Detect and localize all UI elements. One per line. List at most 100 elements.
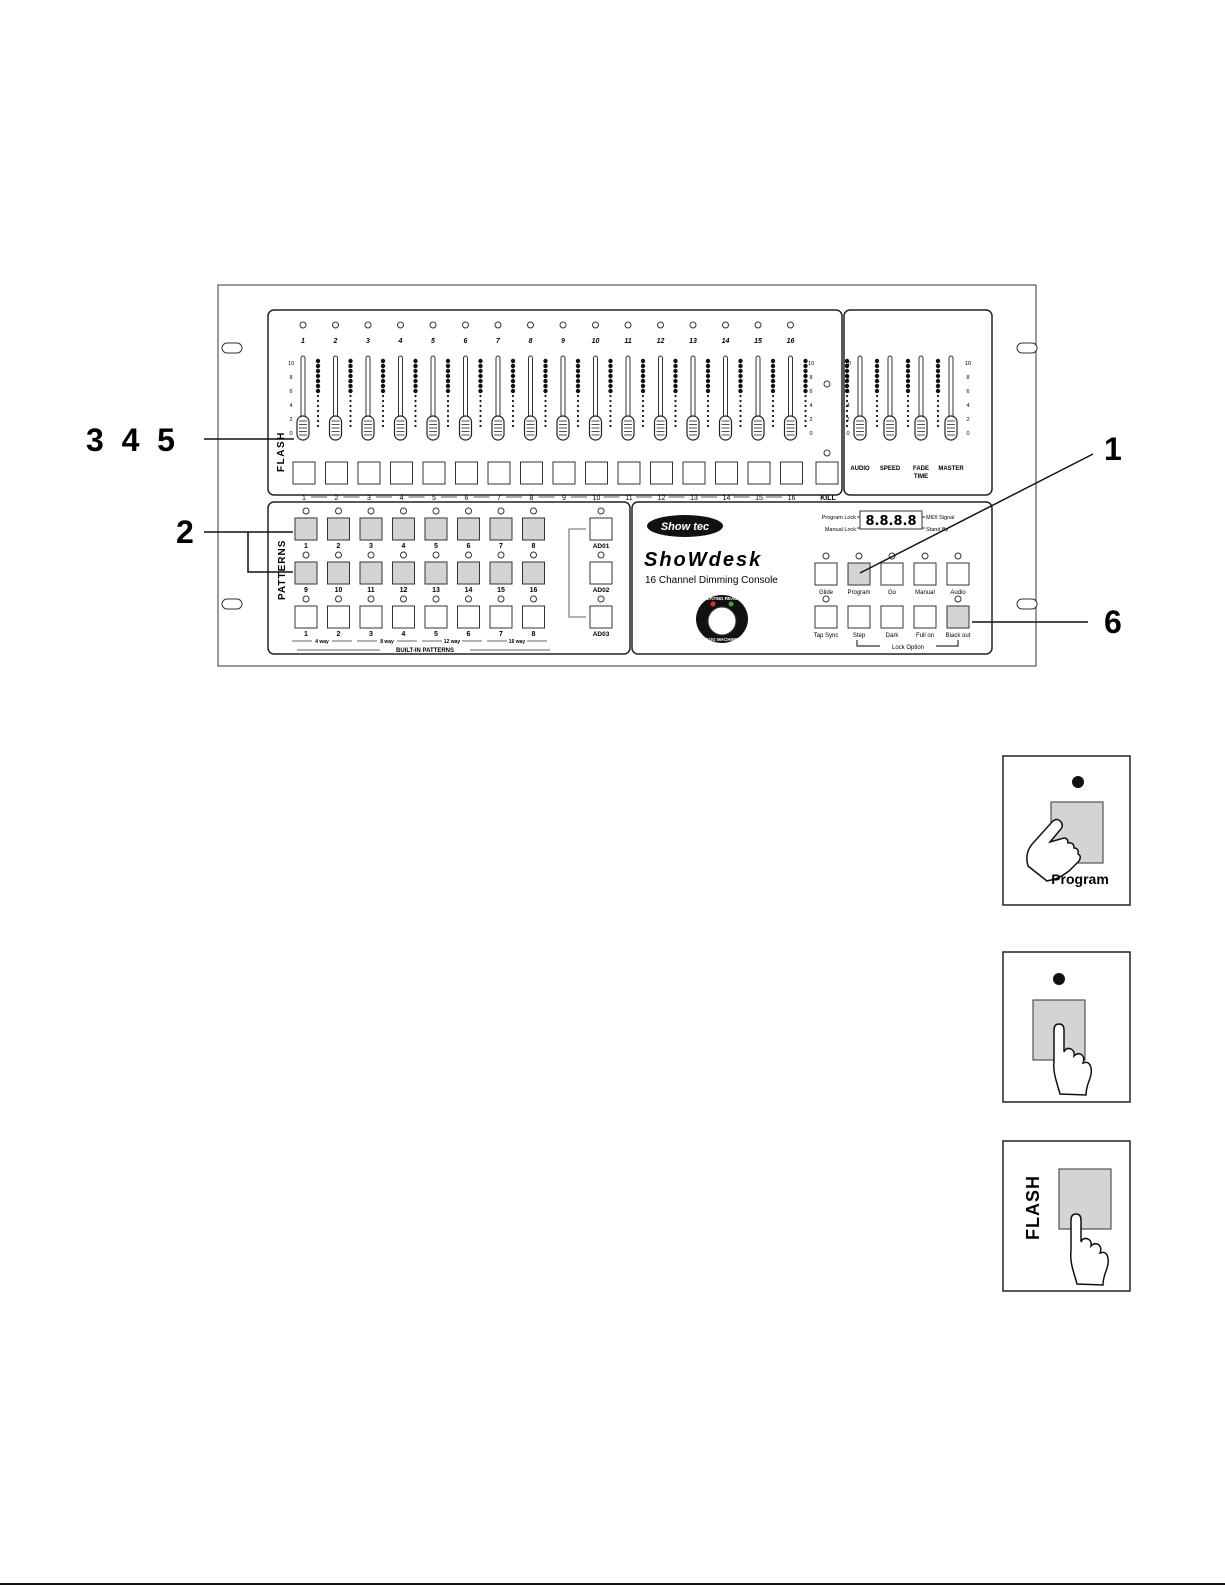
builtin-pattern-button[interactable] — [327, 605, 350, 629]
level-dot — [543, 388, 548, 394]
function-button[interactable] — [913, 562, 937, 586]
channel-number: 6 — [464, 338, 468, 345]
pattern-button[interactable] — [294, 517, 318, 541]
pattern-button[interactable] — [522, 517, 545, 541]
level-dot — [575, 373, 581, 379]
builtin-pattern-button[interactable] — [424, 605, 448, 629]
level-dot — [770, 388, 776, 394]
pattern-button[interactable] — [294, 561, 318, 585]
function-button[interactable] — [880, 562, 904, 586]
level-dot — [705, 383, 711, 389]
midi-signal-label: MIDI Signal — [926, 515, 954, 521]
builtin-pattern-button[interactable] — [359, 605, 383, 629]
level-dot — [446, 394, 450, 398]
ad-button[interactable] — [589, 517, 613, 541]
scale-label-left: 8 — [289, 375, 292, 381]
function-button[interactable] — [946, 605, 970, 629]
level-dot — [349, 394, 352, 398]
function-button[interactable] — [847, 562, 871, 586]
product-name: ShoWdesk — [644, 549, 762, 571]
level-dot — [640, 363, 646, 369]
flash-button[interactable] — [552, 461, 576, 485]
channel-number: 12 — [657, 338, 665, 345]
patterns-label: PATTERNS — [277, 540, 288, 600]
builtin-pattern-button[interactable] — [522, 605, 545, 629]
function-button[interactable] — [880, 605, 904, 629]
flash-button[interactable] — [715, 461, 738, 485]
function-button[interactable] — [913, 605, 937, 629]
level-dot — [413, 373, 418, 379]
level-dot — [608, 388, 613, 394]
flash-button[interactable] — [487, 461, 511, 485]
kill-button[interactable] — [815, 461, 839, 485]
flash-button[interactable] — [617, 461, 641, 485]
flash-button[interactable] — [585, 461, 608, 485]
function-button[interactable] — [946, 562, 970, 586]
level-dot — [874, 388, 880, 394]
level-dot — [609, 394, 612, 398]
level-dot — [905, 358, 911, 364]
master-scale-right: 2 — [966, 417, 969, 423]
level-dot — [576, 409, 580, 413]
standby-label: Stand By — [926, 527, 949, 533]
program-lock-label: Program Lock — [822, 515, 856, 521]
flash-button[interactable] — [747, 461, 771, 485]
level-dot — [771, 404, 775, 408]
level-dot — [641, 404, 645, 408]
flash-channel-number: 5 — [432, 495, 436, 502]
function-button[interactable] — [814, 562, 838, 586]
level-dot — [771, 424, 775, 428]
flash-button[interactable] — [292, 461, 316, 485]
level-dot — [936, 399, 940, 403]
level-dot — [316, 404, 320, 408]
level-dot — [771, 394, 775, 398]
rack-ear-hole — [221, 598, 243, 610]
ad-button[interactable] — [589, 605, 613, 629]
pattern-button[interactable] — [457, 561, 480, 585]
flash-button[interactable] — [650, 461, 673, 485]
level-dot — [316, 394, 320, 398]
flash-button[interactable] — [357, 461, 381, 485]
level-dot — [845, 404, 849, 408]
builtin-pattern-button[interactable] — [489, 605, 513, 629]
builtin-pattern-button[interactable] — [457, 605, 480, 629]
pattern-button[interactable] — [359, 561, 383, 585]
pattern-button[interactable] — [392, 561, 415, 585]
pattern-button[interactable] — [489, 561, 513, 585]
function-label: Dark — [886, 633, 900, 639]
function-button[interactable] — [847, 605, 871, 629]
pattern-button[interactable] — [327, 561, 350, 585]
flash-button[interactable] — [682, 461, 706, 485]
builtin-pattern-button[interactable] — [392, 605, 415, 629]
level-dot — [478, 363, 483, 369]
flash-button[interactable] — [455, 461, 478, 485]
channel-led — [559, 321, 567, 329]
flash-button[interactable] — [325, 461, 348, 485]
function-label: Glide — [819, 590, 834, 596]
level-dot — [348, 363, 353, 369]
level-dot — [770, 383, 776, 389]
pattern-button[interactable] — [424, 561, 448, 585]
level-dot — [906, 404, 910, 408]
flash-button[interactable] — [422, 461, 446, 485]
level-dot — [316, 419, 320, 423]
pattern-button[interactable] — [424, 517, 448, 541]
flash-button[interactable] — [520, 461, 543, 485]
function-label: Go — [888, 590, 897, 596]
pattern-button[interactable] — [359, 517, 383, 541]
function-button[interactable] — [814, 605, 838, 629]
pattern-button[interactable] — [392, 517, 415, 541]
flash-button[interactable] — [780, 461, 803, 485]
level-dot — [414, 424, 417, 428]
level-dot — [674, 399, 677, 403]
ad-button[interactable] — [589, 561, 613, 585]
level-dot — [348, 378, 353, 384]
builtin-pattern-button[interactable] — [294, 605, 318, 629]
pattern-button[interactable] — [327, 517, 350, 541]
pattern-button[interactable] — [489, 517, 513, 541]
pattern-button-label: 13 — [432, 587, 440, 594]
pattern-button[interactable] — [457, 517, 480, 541]
pattern-button[interactable] — [522, 561, 545, 585]
builtin-pattern-button-label: 7 — [499, 631, 503, 638]
flash-button[interactable] — [390, 461, 413, 485]
